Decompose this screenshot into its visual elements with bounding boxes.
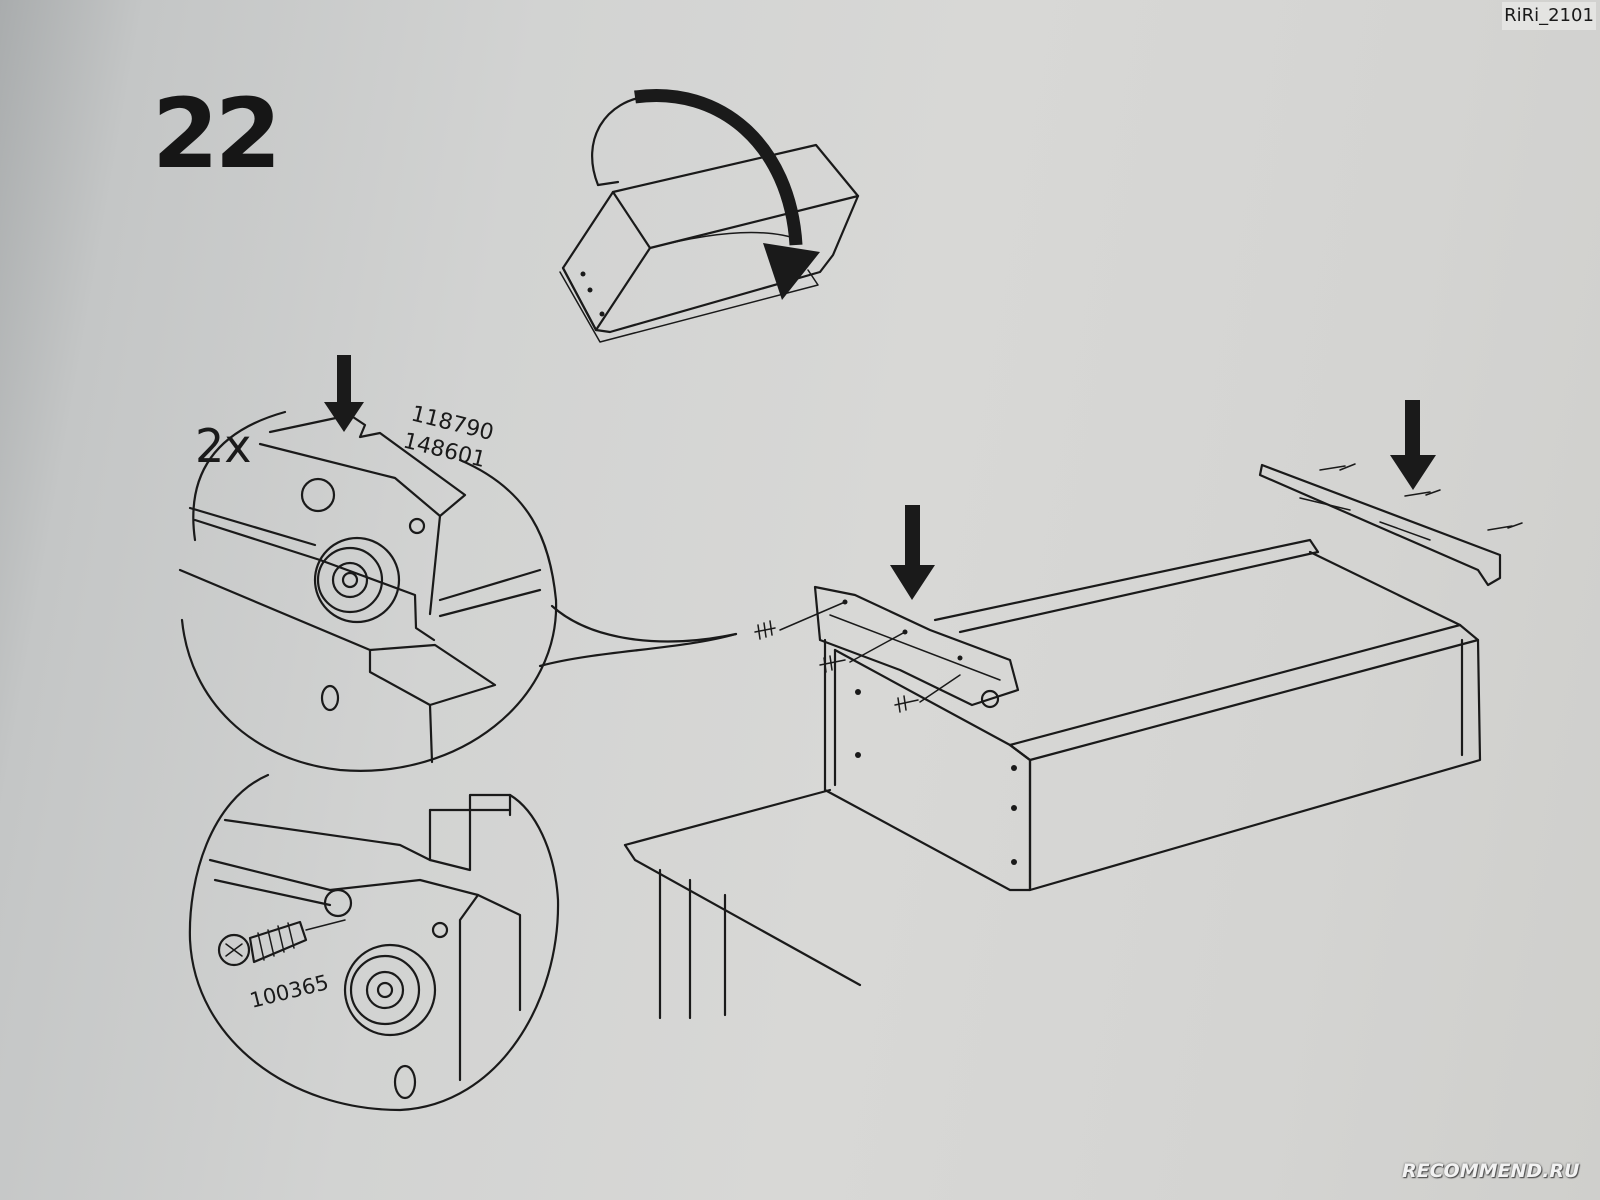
drawer-assembly-illustration: [623, 400, 1523, 1020]
step-number: 22: [152, 78, 282, 190]
detail-view-wheel-bracket: [178, 355, 738, 772]
press-down-arrow-icon: [324, 355, 364, 432]
press-down-arrow-icon: [890, 505, 935, 600]
detail-view-screw-fixing: [188, 773, 560, 1112]
watermark-author: RiRi_2101: [1502, 2, 1596, 30]
rotate-drawer-illustration: [559, 89, 860, 343]
press-down-arrow-icon: [1390, 400, 1436, 490]
screw-part-number-label: 100365: [247, 970, 331, 1013]
watermark-site: RECOMMEND.RU: [1402, 1160, 1580, 1182]
screw-icon: [217, 919, 346, 967]
quantity-label: 2x: [195, 419, 252, 473]
rotation-arrow-icon: [591, 89, 820, 300]
